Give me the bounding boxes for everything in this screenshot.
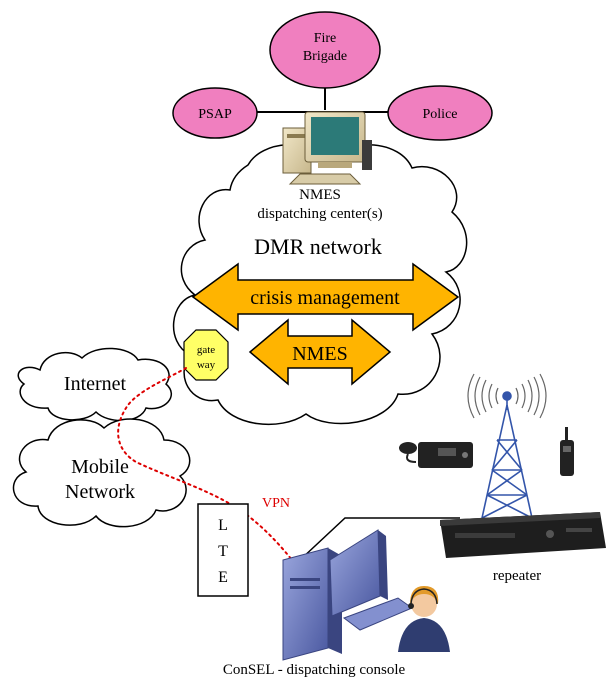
police-label: Police [423,107,458,122]
vpn-path [117,367,293,561]
mobile-label-2: Network [65,481,135,503]
console-computer-icon [282,529,414,661]
dmr-network-label: DMR network [254,234,382,259]
dispatch-center-label-2: dispatching center(s) [257,206,382,222]
lte-letter-e: E [218,569,228,586]
fire-brigade-node: Fire Brigade [269,11,381,89]
crisis-management-label: crisis management [250,287,400,309]
nmes-arrow-label: NMES [292,343,348,365]
repeater-device [440,512,606,558]
fire-label-1: Fire [314,31,337,46]
repeater-label: repeater [493,568,541,584]
nmes-arrow: NMES [248,318,392,386]
police-node: Police [387,85,493,141]
mobile-radio-icon [399,442,473,468]
gateway-label-2: way [197,359,216,371]
lte-modem: L T E [197,503,249,597]
gateway-node: gate way [183,329,229,381]
mobile-label-1: Mobile [71,456,129,478]
dispatch-computer-icon [282,111,372,185]
radio-tower-icon [481,391,533,519]
operator-avatar-icon [398,586,450,652]
psap-label: PSAP [198,107,232,122]
repeater-link [299,517,460,561]
psap-node: PSAP [172,87,258,139]
console-label: ConSEL - dispatching console [223,662,406,678]
lte-letter-l: L [218,517,228,534]
radio-waves-icon [467,373,547,419]
internet-label: Internet [64,373,127,395]
handheld-radio-icon [560,427,574,476]
crisis-management-arrow: crisis management [191,262,460,332]
dispatch-center-label-1: NMES [299,187,341,203]
fire-label-2: Brigade [303,49,347,64]
mobile-network-cloud [12,418,191,528]
internet-cloud [17,347,173,422]
gateway-label-1: gate [197,344,215,356]
vpn-label: VPN [262,496,290,511]
lte-letter-t: T [218,543,228,560]
